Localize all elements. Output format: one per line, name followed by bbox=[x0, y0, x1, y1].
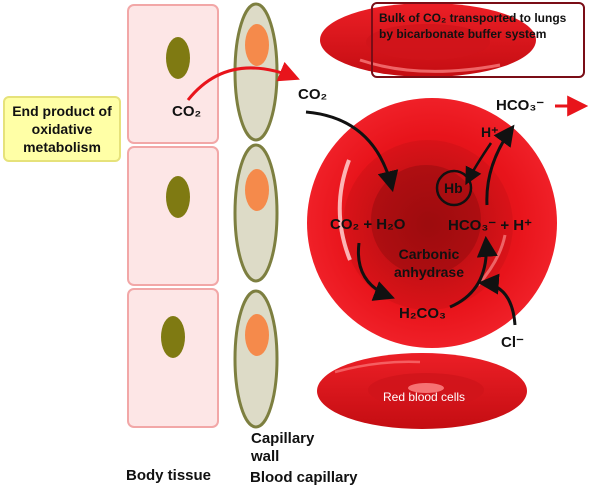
capillary-cell-middle bbox=[233, 143, 279, 283]
red-blood-cells-label: Red blood cells bbox=[383, 390, 466, 404]
rbc-top bbox=[320, 3, 536, 77]
tissue-nucleus-bottom bbox=[161, 316, 185, 358]
capillary-column bbox=[233, 2, 279, 429]
capillary-nucleus-bottom bbox=[245, 314, 269, 356]
rbc-bottom bbox=[317, 353, 527, 429]
hco3-out-arrow bbox=[485, 124, 515, 206]
body-tissue-column bbox=[127, 4, 219, 428]
co2-diffusion-arrow bbox=[186, 61, 300, 101]
capillary-nucleus-top bbox=[245, 24, 269, 66]
chloride-arrow bbox=[477, 273, 517, 326]
hb-circle bbox=[435, 169, 473, 207]
co2-entry-arrow bbox=[305, 110, 399, 193]
co2-to-h2co3-arrow bbox=[356, 242, 395, 301]
co2-tissue-label: CO₂ bbox=[172, 103, 202, 120]
co2-h2o-label: CO₂ + H₂O bbox=[330, 216, 406, 233]
body-tissue-label: Body tissue bbox=[126, 467, 212, 484]
hb-label: Hb bbox=[444, 180, 463, 196]
capillary-nucleus-middle bbox=[245, 169, 269, 211]
capillary-cell-bottom bbox=[233, 289, 279, 429]
carbonic-anhydrase-label: Carbonic anhydrase bbox=[393, 246, 465, 280]
tissue-nucleus-top bbox=[166, 37, 190, 79]
end-product-callout: End product of oxidative metabolism bbox=[3, 96, 121, 162]
hco3-out-label: HCO₃⁻ bbox=[496, 97, 545, 114]
bulk-transport-text: Bulk of CO₂ transported to lungs by bica… bbox=[379, 11, 567, 41]
tissue-nucleus-middle bbox=[166, 176, 190, 218]
chloride-label: Cl⁻ bbox=[501, 334, 524, 351]
end-product-text: End product of oxidative metabolism bbox=[12, 103, 112, 155]
h2co3-label: H₂CO₃ bbox=[399, 305, 446, 322]
h-plus-top-label: H⁺ bbox=[481, 124, 499, 140]
capillary-wall-label: Capillary wall bbox=[251, 430, 315, 465]
hco3-h-label: HCO₃⁻ + H⁺ bbox=[448, 217, 533, 234]
blood-capillary-label: Blood capillary bbox=[250, 469, 358, 486]
bulk-transport-note: Bulk of CO₂ transported to lungs by bica… bbox=[371, 2, 585, 78]
co2-plasma-label: CO₂ bbox=[298, 86, 328, 103]
